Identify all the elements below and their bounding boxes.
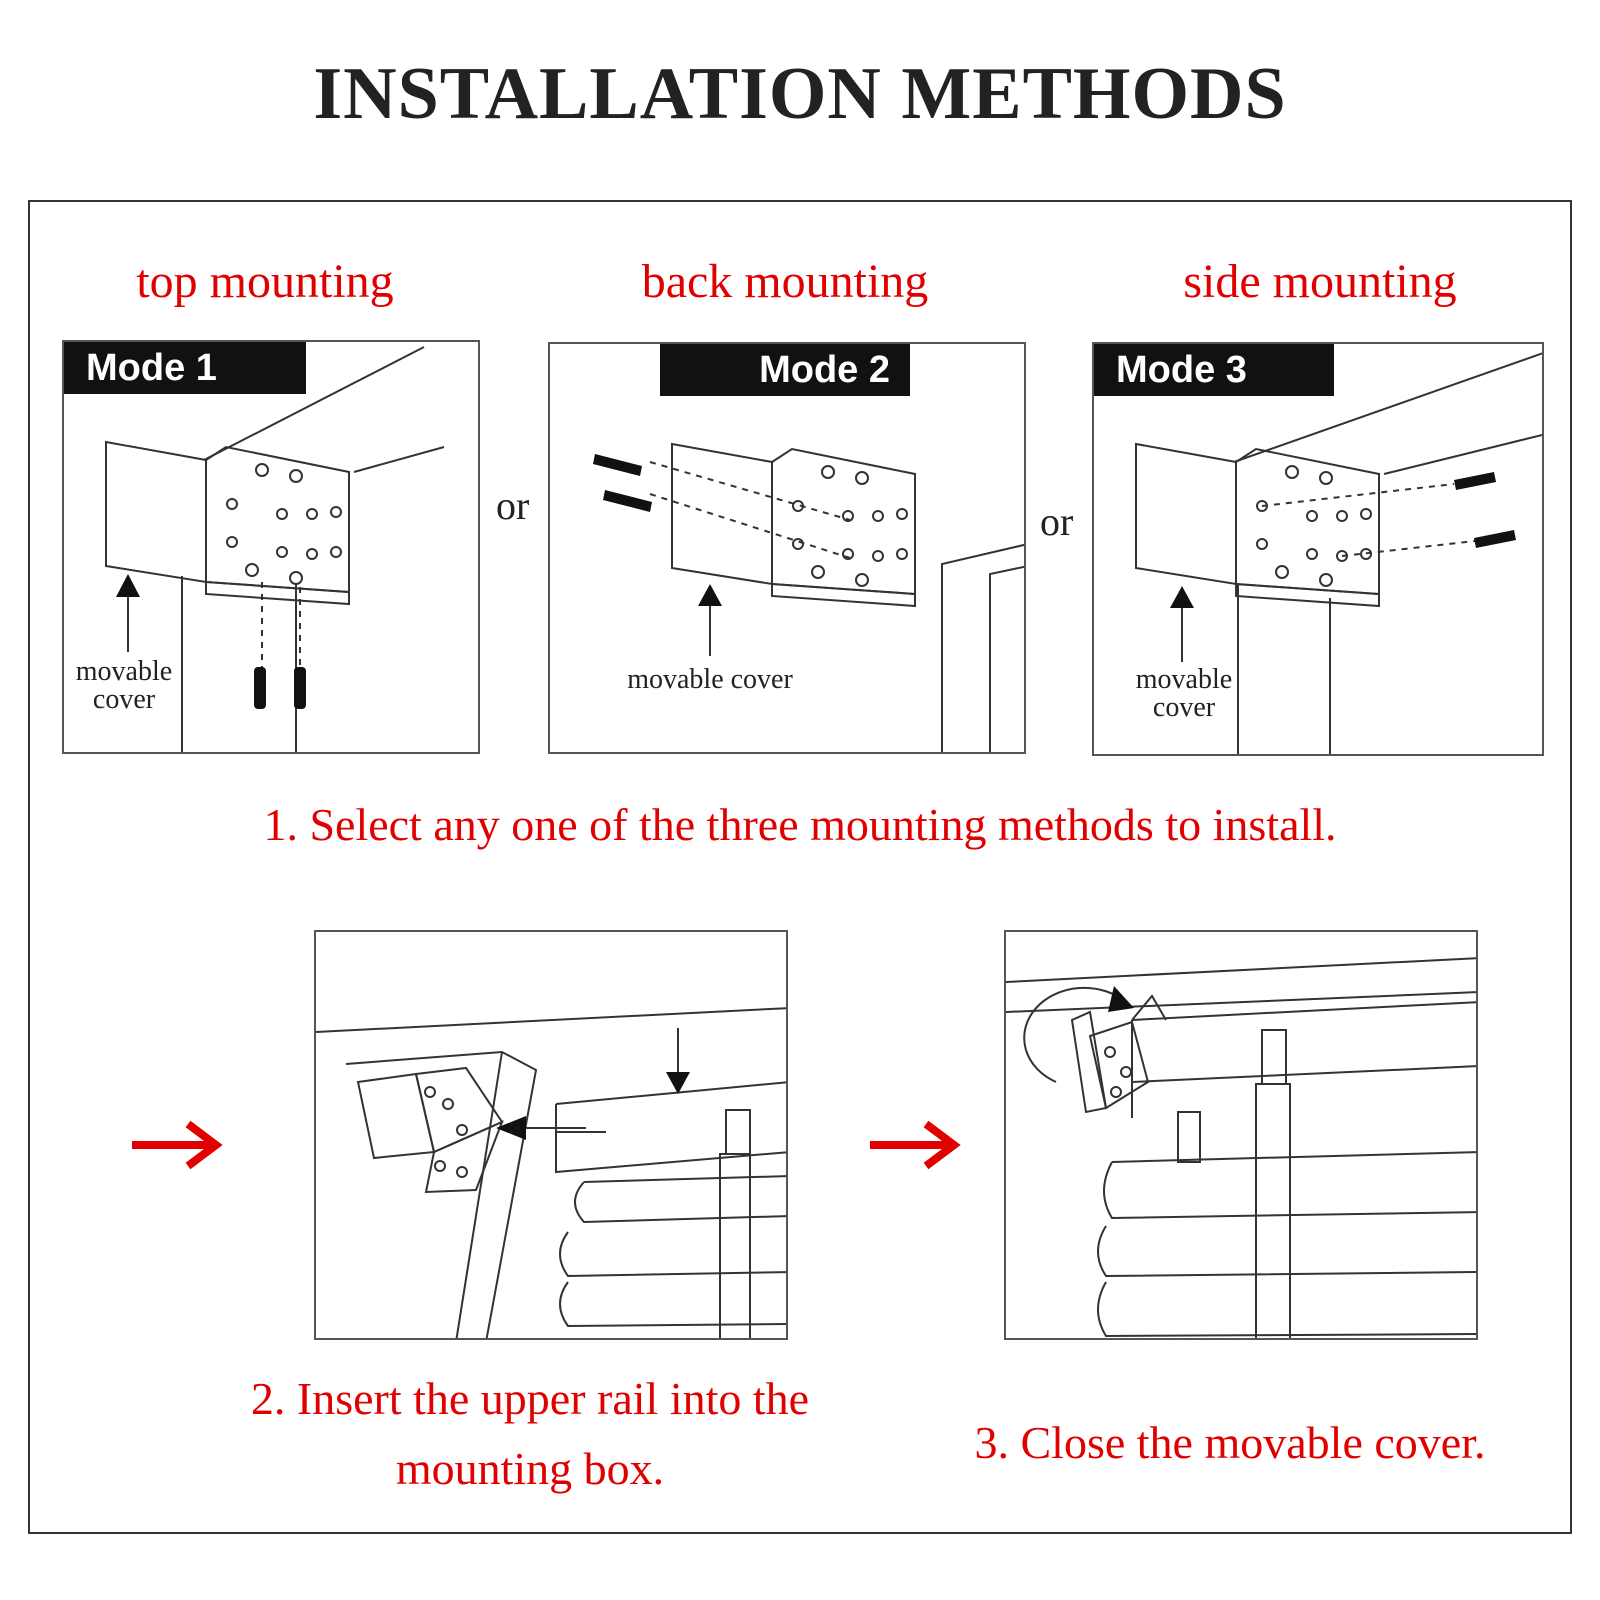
step-1-text: 1. Select any one of the three mounting …	[263, 799, 1337, 850]
movable-cover-note-2: movable cover	[627, 664, 793, 695]
mode-3-panel: Mode 3 movable cover	[1092, 342, 1544, 756]
mode-3-tag: Mode 3	[1094, 344, 1334, 396]
back-mounting-illustration	[593, 442, 1024, 752]
red-arrow-icon	[870, 1120, 961, 1170]
close-cover-panel	[1004, 930, 1478, 1340]
top-mounting-illustration	[105, 346, 445, 752]
side-mounting-illustration	[1135, 352, 1542, 754]
close-cover-illustration	[1006, 957, 1476, 1338]
diagram-frame	[28, 200, 1572, 1534]
mode-2-tag: Mode 2	[660, 344, 910, 396]
or-separator-1: or	[496, 483, 530, 528]
step-2-line-1: 2. Insert the upper rail into the	[250, 1373, 810, 1424]
step-2-line-2: mounting box.	[395, 1443, 665, 1494]
movable-cover-note-1: movable cover	[66, 658, 182, 714]
label-back-mounting: back mounting	[641, 255, 929, 308]
label-top-mounting: top mounting	[136, 255, 394, 308]
or-separator-2: or	[1040, 499, 1074, 544]
red-arrow-icon	[132, 1120, 223, 1170]
note-line-movable: movable	[1135, 664, 1233, 695]
insert-rail-panel	[314, 930, 788, 1340]
note-line-cover: cover	[92, 684, 156, 715]
step-3-text: 3. Close the movable cover.	[974, 1417, 1486, 1468]
label-side-mounting: side mounting	[1183, 255, 1457, 308]
insert-rail-illustration	[316, 1007, 786, 1338]
mode-2-panel: Mode 2 movable cover	[548, 342, 1026, 754]
note-line-cover: cover	[1152, 692, 1216, 723]
mode-1-tag: Mode 1	[64, 342, 306, 394]
step-2-text: 2. Insert the upper rail into the mounti…	[180, 1364, 880, 1504]
movable-cover-note-3: movable cover	[1114, 666, 1254, 722]
page-title: INSTALLATION METHODS	[313, 53, 1287, 135]
note-line-movable: movable	[75, 656, 173, 687]
mode-1-panel: Mode 1 movable cover	[62, 340, 480, 754]
